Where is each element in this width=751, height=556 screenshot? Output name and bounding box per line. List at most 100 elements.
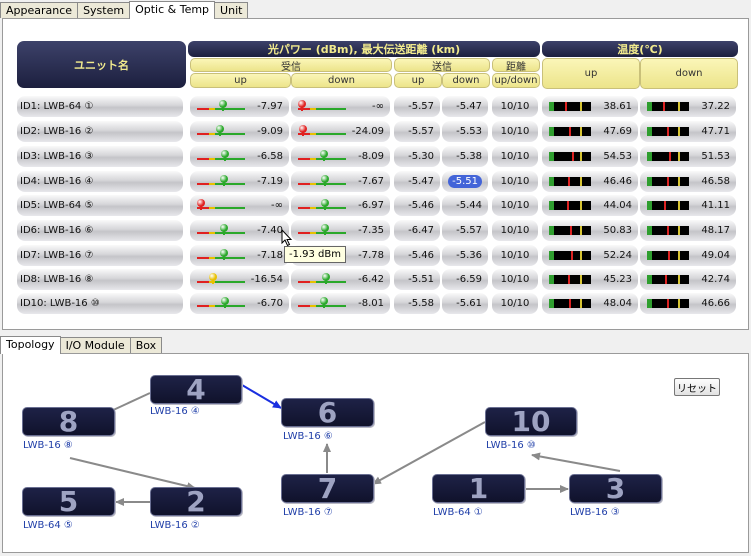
temperature-bar xyxy=(549,152,591,161)
cell-tx-up: -5.51 xyxy=(394,269,440,290)
cell-tx-up: -5.57 xyxy=(394,121,440,142)
cell-name: ID4: LWB-16 ④ xyxy=(17,171,183,192)
value-text: -9.09 xyxy=(257,126,283,137)
power-meter xyxy=(298,199,346,211)
cell-rx-down: -6.42 xyxy=(291,269,390,290)
value-text: -7.19 xyxy=(257,176,283,187)
highlighted-value: -5.51 xyxy=(448,175,482,188)
value-text: -6.59 xyxy=(456,274,482,285)
cell-dist: 10/10 xyxy=(492,146,538,167)
cell-name: ID8: LWB-16 ⑧ xyxy=(17,269,183,290)
value-text: 50.83 xyxy=(603,225,632,236)
topology-node-10[interactable]: 10 xyxy=(485,405,577,438)
cell-rx-down: -∞ xyxy=(291,96,390,117)
tab-io-module[interactable]: I/O Module xyxy=(59,337,131,353)
value-text: ID6: LWB-16 ⑥ xyxy=(20,225,94,236)
cell-tx-down: -5.61 xyxy=(442,293,488,314)
cell-tx-down: -5.51 xyxy=(442,171,488,192)
value-text: 46.58 xyxy=(701,176,730,187)
status-indicator-icon xyxy=(299,125,307,133)
value-text: -∞ xyxy=(372,101,384,112)
value-text: -5.36 xyxy=(456,250,482,261)
value-text: ID2: LWB-16 ② xyxy=(20,126,94,137)
cell-rx-up: -7.19 xyxy=(190,171,289,192)
value-text: ID10: LWB-16 ⑩ xyxy=(20,298,100,309)
cell-dist: 10/10 xyxy=(492,96,538,117)
cell-name: ID10: LWB-16 ⑩ xyxy=(17,293,183,314)
temperature-bar xyxy=(647,127,689,136)
topology-node-8[interactable]: 8 xyxy=(22,405,115,438)
tab-appearance[interactable]: Appearance xyxy=(0,2,79,18)
status-indicator-icon xyxy=(321,199,329,207)
tab-system[interactable]: System xyxy=(77,2,131,18)
power-meter xyxy=(298,273,346,285)
cell-t-down: 51.53 xyxy=(640,146,736,167)
value-text: 10/10 xyxy=(500,225,530,236)
value-text: -8.01 xyxy=(358,298,384,309)
rx-down-header: down xyxy=(291,73,392,88)
power-meter xyxy=(298,297,346,309)
topology-node-6[interactable]: 6 xyxy=(281,396,374,429)
topology-node-5[interactable]: 5 xyxy=(22,485,115,518)
cell-rx-up: -6.70 xyxy=(190,293,289,314)
cell-dist: 10/10 xyxy=(492,293,538,314)
cell-tx-down: -5.57 xyxy=(442,220,488,241)
cell-tx-down: -5.36 xyxy=(442,245,488,266)
cell-t-up: 52.24 xyxy=(542,245,638,266)
value-text: -7.18 xyxy=(257,250,283,261)
temp-up-header: up xyxy=(542,58,640,89)
status-indicator-icon xyxy=(220,249,228,257)
topology-node-4[interactable]: 4 xyxy=(150,373,242,406)
value-text: -5.61 xyxy=(456,298,482,309)
topology-node-1[interactable]: 1 xyxy=(432,472,525,505)
value-text: ID3: LWB-16 ③ xyxy=(20,151,94,162)
temperature-bar xyxy=(549,226,591,235)
cell-name: ID1: LWB-64 ① xyxy=(17,96,183,117)
node-label-7: LWB-16 ⑦ xyxy=(283,507,333,518)
topology-node-2[interactable]: 2 xyxy=(150,485,242,518)
cell-t-up: 38.61 xyxy=(542,96,638,117)
cell-tx-down: -5.38 xyxy=(442,146,488,167)
tab-optic-temp[interactable]: Optic & Temp xyxy=(129,1,216,19)
reset-button[interactable]: リセット xyxy=(674,378,720,396)
cell-tx-up: -5.58 xyxy=(394,293,440,314)
power-meter xyxy=(197,199,245,211)
value-text: -7.40 xyxy=(257,225,283,236)
cell-t-up: 46.46 xyxy=(542,171,638,192)
status-indicator-icon xyxy=(321,175,329,183)
cell-rx-down: -7.35 xyxy=(291,220,390,241)
tab-unit[interactable]: Unit xyxy=(214,2,249,18)
topology-node-3[interactable]: 3 xyxy=(569,472,662,505)
cell-rx-up: -∞ xyxy=(190,195,289,216)
value-text: 45.23 xyxy=(603,274,632,285)
tab-box[interactable]: Box xyxy=(129,337,163,353)
status-indicator-icon xyxy=(220,224,228,232)
value-text: 10/10 xyxy=(500,274,530,285)
link-10-to-7 xyxy=(372,421,486,485)
power-meter xyxy=(197,100,245,112)
bottom-tabbar: Topology I/O Module Box xyxy=(0,336,163,354)
top-tabbar: Appearance System Optic & Temp Unit xyxy=(0,1,249,19)
cell-t-down: 49.04 xyxy=(640,245,736,266)
temperature-bar xyxy=(647,152,689,161)
cell-t-up: 48.04 xyxy=(542,293,638,314)
value-text: 48.17 xyxy=(701,225,730,236)
tx-header: 送信 xyxy=(394,58,490,73)
cell-t-down: 47.71 xyxy=(640,121,736,142)
power-meter xyxy=(197,224,245,236)
cell-rx-up: -7.18 xyxy=(190,245,289,266)
value-text: 10/10 xyxy=(500,151,530,162)
tab-topology[interactable]: Topology xyxy=(0,336,61,354)
value-text: -5.58 xyxy=(408,298,434,309)
topology-node-7[interactable]: 7 xyxy=(281,472,374,505)
node-label-4: LWB-16 ④ xyxy=(150,406,200,417)
